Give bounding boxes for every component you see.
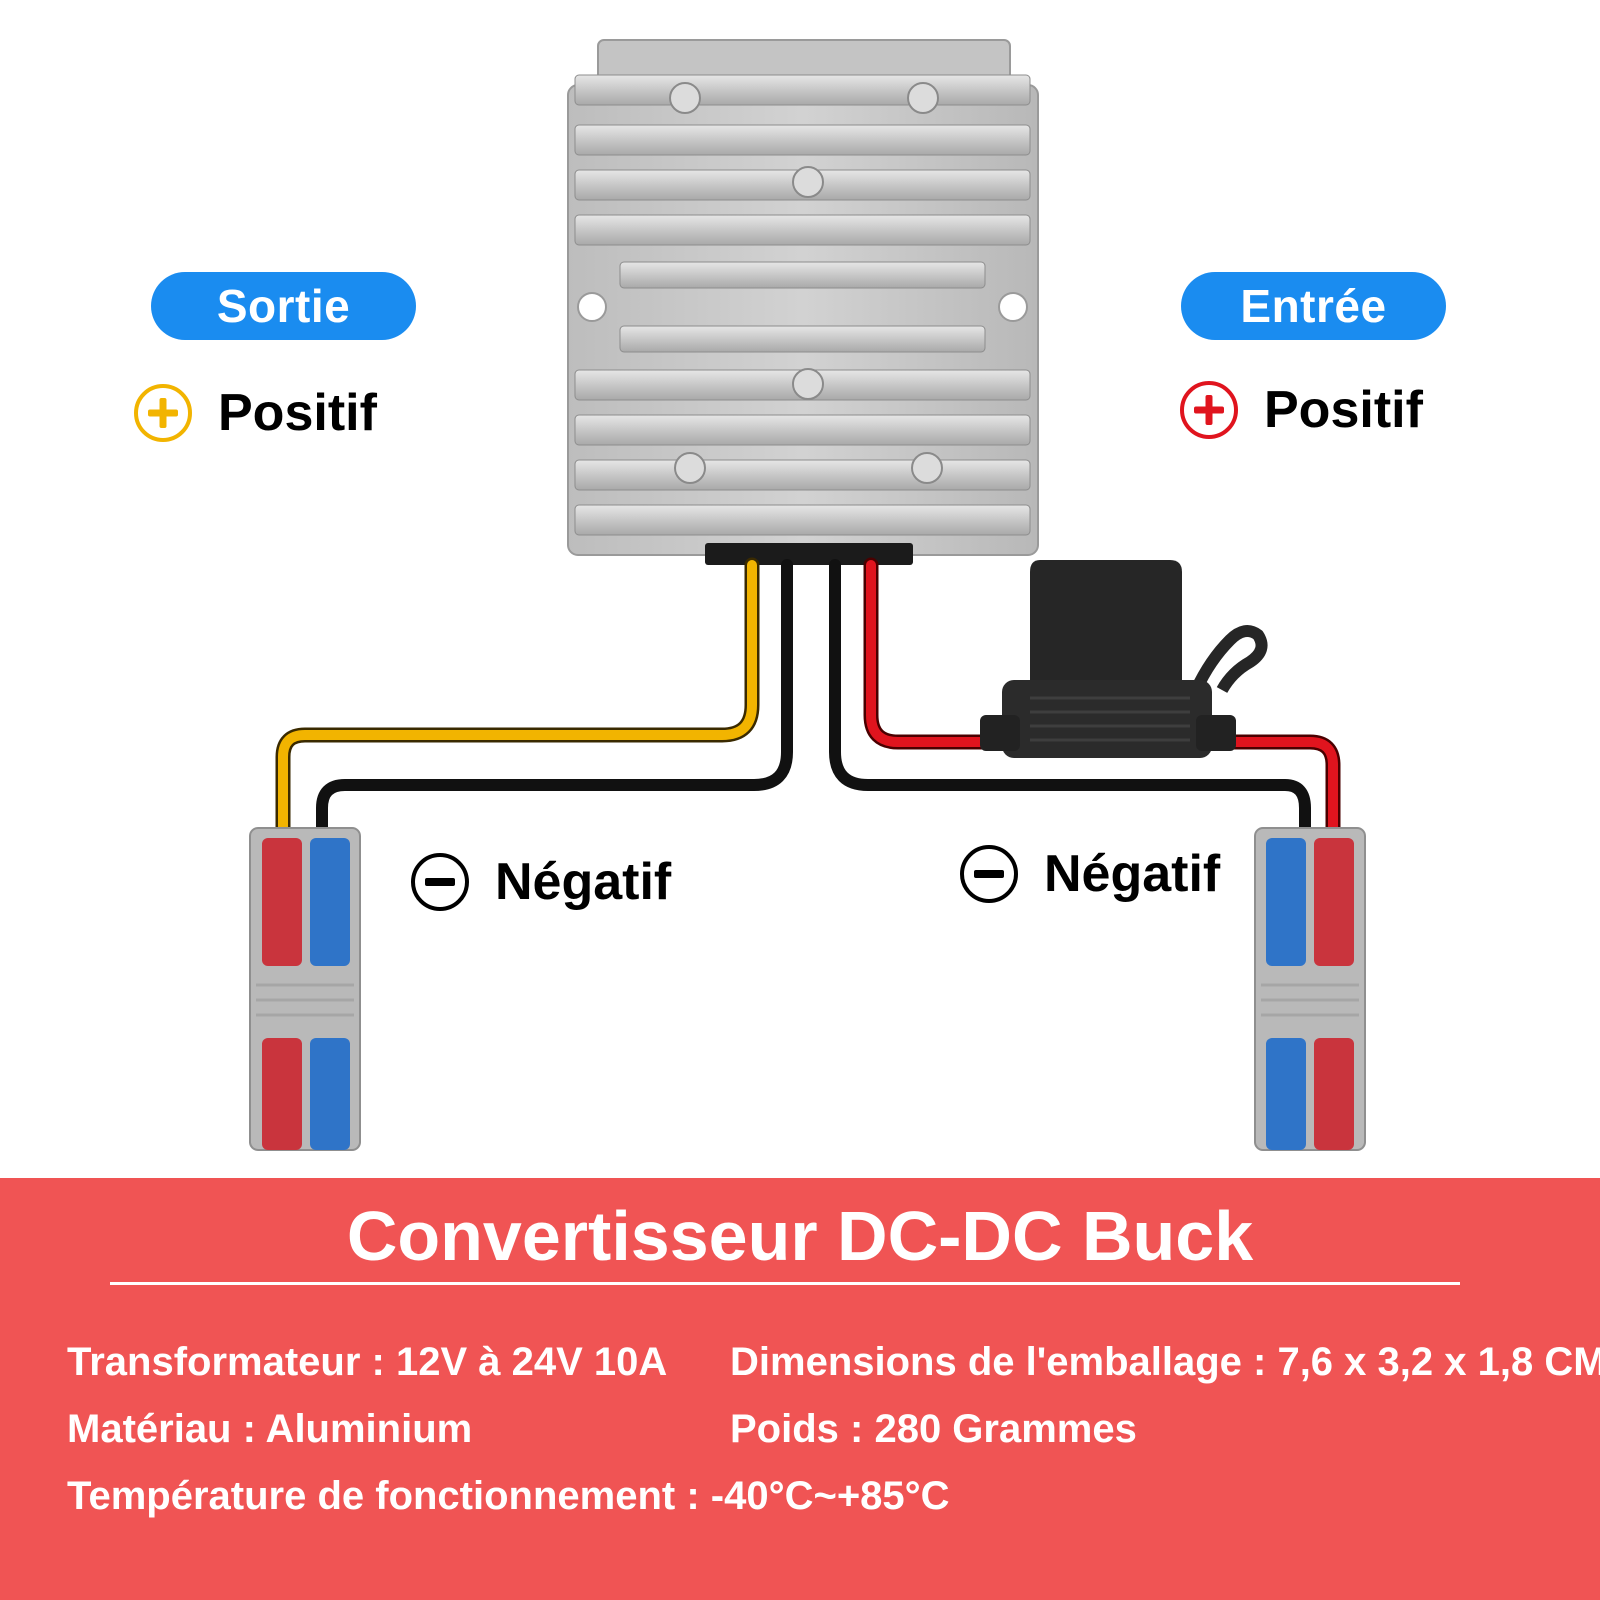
output-heading: Sortie: [151, 272, 416, 340]
housing-screws: [669, 82, 943, 484]
minus-icon: [960, 845, 1018, 903]
plus-icon: [134, 384, 192, 442]
product-title: Convertisseur DC-DC Buck: [346, 1197, 1254, 1275]
minus-icon: [411, 853, 469, 911]
output-negative-text: Négatif: [495, 853, 672, 911]
input-heading: Entrée: [1181, 272, 1446, 340]
fuse-holder: [980, 560, 1268, 758]
spec-dimensions: Dimensions de l'emballage : 7,6 x 3,2 x …: [730, 1340, 1600, 1384]
spec-temperature: Température de fonctionnement : -40°C~+8…: [67, 1474, 950, 1518]
output-positive-text: Positif: [218, 384, 377, 442]
input-negative-label: Négatif: [960, 844, 1220, 904]
output-terminal-block: [249, 827, 361, 1151]
input-positive-text: Positif: [1264, 381, 1423, 439]
input-terminal-block: [1254, 827, 1366, 1151]
converter-housing: [567, 39, 1039, 565]
spec-weight: Poids : 280 Grammes: [730, 1407, 1137, 1451]
output-positive-wire: [275, 557, 760, 848]
input-negative-text: Négatif: [1044, 845, 1221, 903]
title-divider: [110, 1282, 1460, 1285]
input-positive-label: Positif: [1180, 380, 1423, 440]
plus-icon: [1180, 381, 1238, 439]
output-negative-wire: [316, 559, 793, 846]
spec-transformer: Transformateur : 12V à 24V 10A: [67, 1340, 668, 1384]
spec-material: Matériau : Aluminium: [67, 1407, 473, 1451]
output-negative-label: Négatif: [411, 852, 671, 912]
wiring-diagram: [249, 39, 1366, 1151]
input-negative-wire: [829, 559, 1311, 846]
specification-panel: Convertisseur DC-DC Buck Transformateur …: [0, 1178, 1600, 1600]
output-positive-label: Positif: [134, 383, 377, 443]
